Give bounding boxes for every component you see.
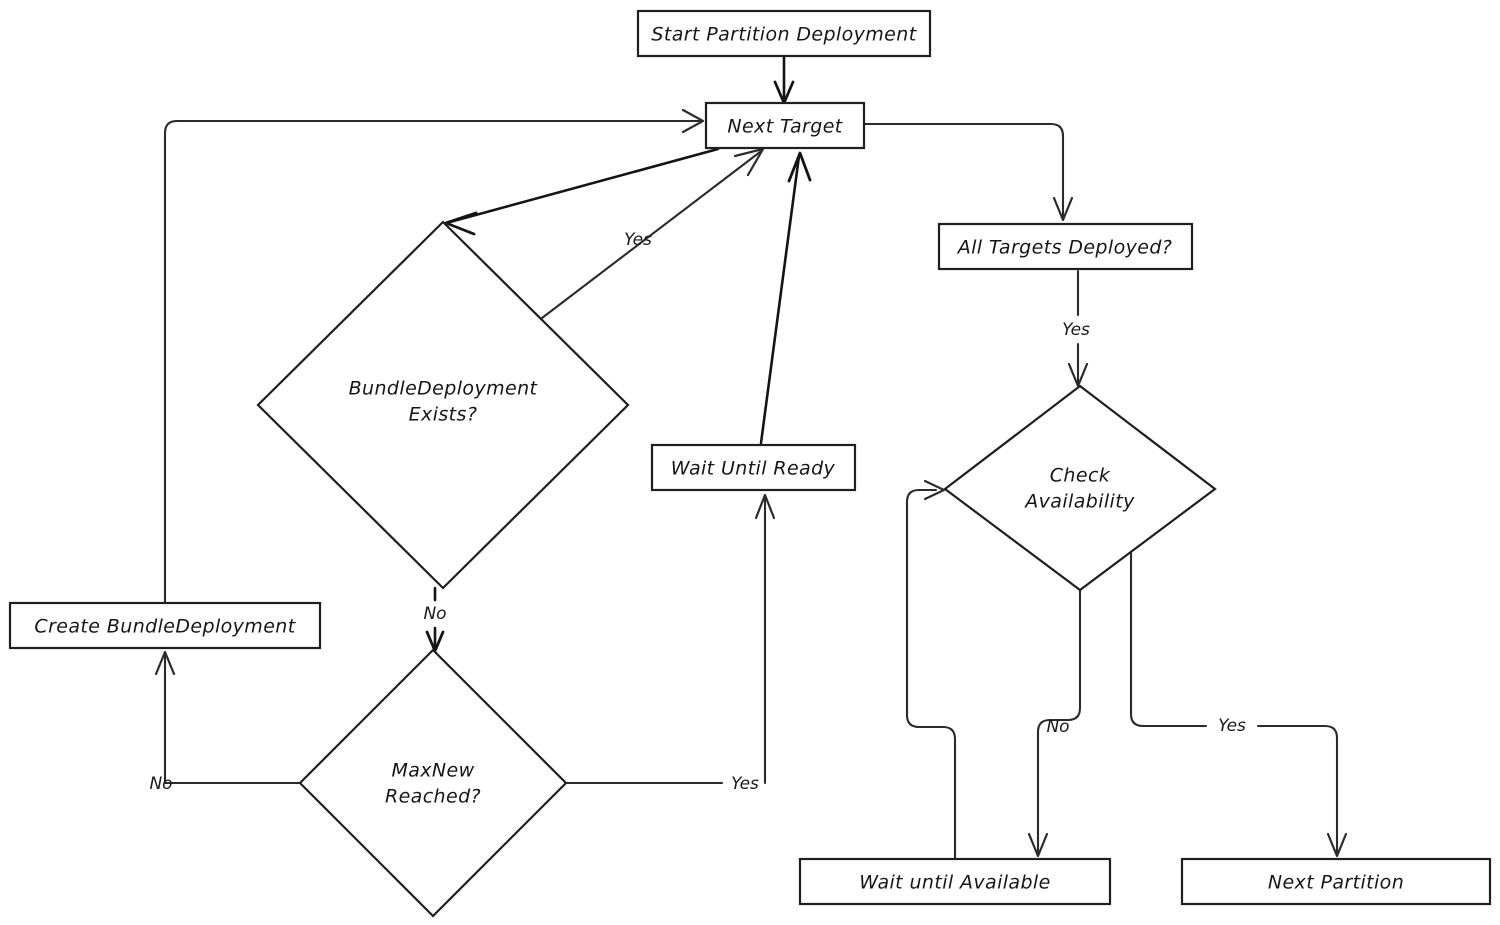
edge-create-bd-to-next-target: [163, 108, 705, 605]
node-wait-until-ready[interactable]: Wait Until Ready: [650, 443, 857, 492]
edge-wait-avail-to-check-avail: [905, 479, 957, 860]
edge-maxnew-yes-to-wait-ready: [564, 493, 776, 785]
node-label-bd-exists-line2: Exists?: [409, 404, 478, 426]
edge-next-target-to-bd-exists: [444, 147, 720, 236]
node-label-next-partition: Next Partition: [1268, 872, 1404, 894]
node-label-maxnew-line2: Reached?: [385, 786, 481, 808]
edge-all-deployed-yes-to-check-avail: [1067, 269, 1089, 388]
edge-label-check-avail-yes: Yes: [1218, 716, 1246, 736]
edge-label-all-deployed-yes: Yes: [1062, 320, 1090, 340]
node-label-create-bd: Create BundleDeployment: [34, 616, 296, 638]
node-create-bundledeployment[interactable]: Create BundleDeployment: [8, 601, 322, 650]
edge-wait-ready-to-next-target: [759, 151, 812, 445]
node-start-partition-deployment[interactable]: Start Partition Deployment: [636, 9, 932, 58]
edge-label-bd-exists-yes: Yes: [624, 230, 652, 250]
node-label-next-target: Next Target: [727, 116, 843, 138]
node-label-wait-ready: Wait Until Ready: [671, 458, 836, 480]
node-wait-until-available[interactable]: Wait until Available: [798, 857, 1112, 906]
node-label-start: Start Partition Deployment: [651, 24, 917, 46]
node-all-targets-deployed[interactable]: All Targets Deployed?: [937, 222, 1194, 271]
edge-check-avail-no-to-wait-avail: [1027, 588, 1082, 858]
edge-label-maxnew-no: No: [149, 774, 172, 794]
edge-check-avail-yes-to-next-part: [1129, 536, 1348, 858]
node-label-wait-avail: Wait until Available: [859, 872, 1050, 894]
node-next-partition[interactable]: Next Partition: [1180, 857, 1492, 906]
node-next-target[interactable]: Next Target: [704, 101, 866, 150]
node-label-all-deployed: All Targets Deployed?: [956, 237, 1173, 259]
edge-bd-exists-yes-to-next-target: [540, 147, 765, 320]
node-label-maxnew-line1: MaxNew: [391, 760, 474, 782]
edge-maxnew-no-to-create-bd: [154, 650, 302, 785]
node-check-availability[interactable]: Check Availability: [943, 384, 1217, 592]
edge-label-check-avail-no: No: [1046, 717, 1069, 737]
edge-next-target-to-all-deployed: [862, 122, 1074, 222]
edge-start-to-next-target: [773, 54, 795, 105]
node-label-bd-exists-line1: BundleDeployment: [349, 378, 539, 400]
node-bundledeployment-exists[interactable]: BundleDeployment Exists?: [256, 220, 630, 590]
node-label-check-avail-line2: Availability: [1023, 491, 1135, 513]
edge-label-maxnew-yes: Yes: [731, 774, 759, 794]
node-maxnew-reached[interactable]: MaxNew Reached?: [298, 648, 568, 918]
node-label-check-avail-line1: Check: [1050, 465, 1111, 487]
edge-label-bd-exists-no: No: [423, 604, 446, 624]
